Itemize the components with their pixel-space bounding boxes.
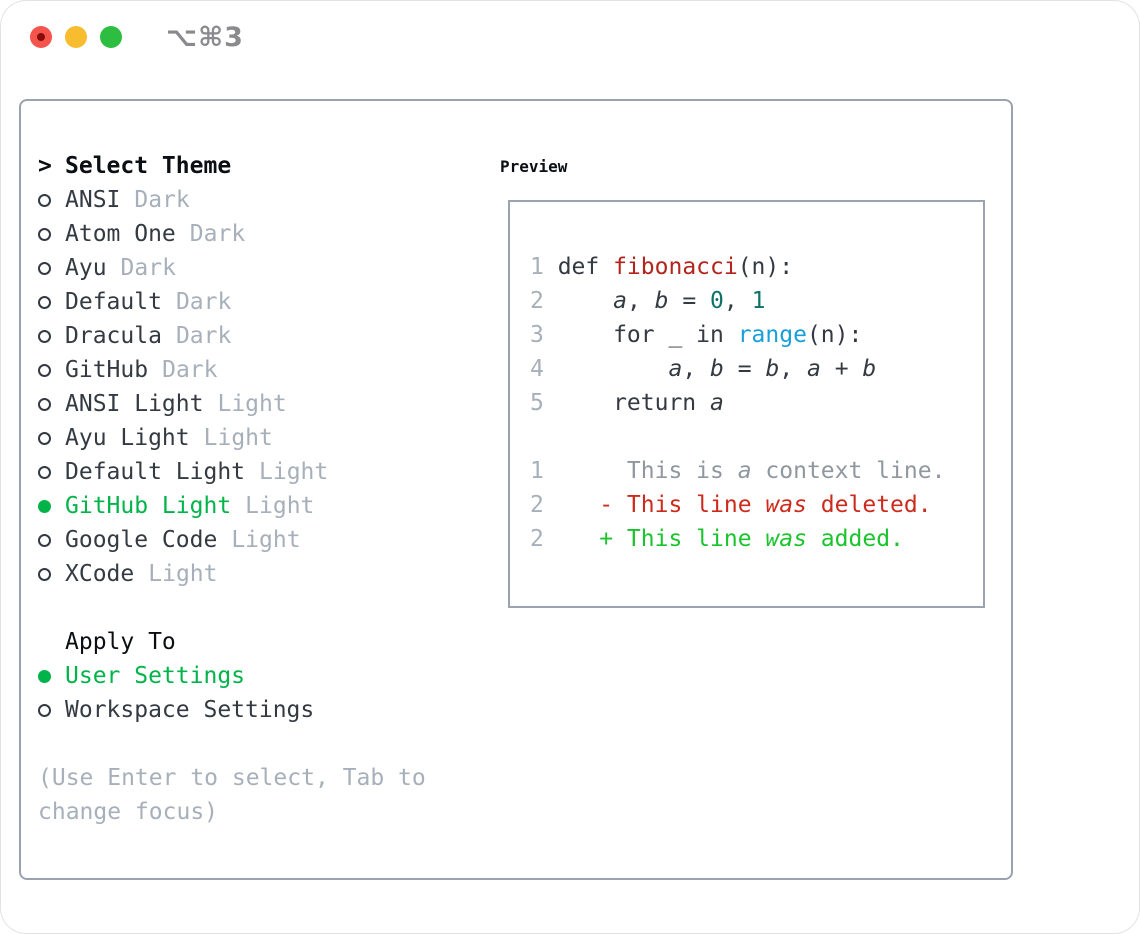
- preview-line: 2 a, b = 0, 1: [530, 284, 983, 318]
- theme-option-ayu-light[interactable]: Ayu Light Light: [38, 421, 483, 455]
- window-title: ⌥⌘3: [166, 22, 244, 53]
- apply-to-header-row: Apply To: [38, 625, 483, 659]
- radio-unselected-icon: [38, 567, 51, 581]
- theme-option-ansi[interactable]: ANSI Dark: [38, 183, 483, 217]
- select-theme-header: Select Theme: [65, 153, 232, 179]
- line-number: 2: [530, 288, 544, 314]
- line-number: 1: [530, 458, 544, 484]
- radio-selected-icon: [38, 669, 51, 683]
- radio-unselected-icon: [38, 227, 51, 241]
- apply-option-user-settings[interactable]: User Settings: [38, 659, 483, 693]
- option-label: Default Light: [65, 459, 246, 485]
- radio-unselected-icon: [38, 397, 51, 411]
- radio-unselected-icon: [38, 363, 51, 377]
- variant-label: Dark: [120, 255, 176, 281]
- variant-label: Light: [217, 391, 287, 417]
- preview-line: [530, 420, 983, 454]
- minimize-button[interactable]: [65, 26, 87, 48]
- preview-line: 2 - This line was deleted.: [530, 488, 983, 522]
- focus-caret-icon: >: [38, 153, 52, 179]
- option-label: ANSI: [65, 187, 121, 213]
- radio-unselected-icon: [38, 261, 51, 275]
- option-label: Default: [65, 289, 162, 315]
- option-label: GitHub: [65, 357, 149, 383]
- variant-label: Dark: [175, 323, 232, 349]
- line-number: 2: [530, 492, 544, 518]
- radio-selected-icon: [38, 499, 51, 513]
- preview-line: 3 for _ in range(n):: [530, 318, 983, 352]
- modified-dot-icon: [37, 33, 45, 41]
- theme-option-ayu[interactable]: Ayu Dark: [38, 251, 483, 285]
- spacer: [38, 727, 483, 761]
- spacer: [38, 591, 483, 625]
- line-number: 3: [530, 322, 544, 348]
- preview-header-row: Preview: [500, 149, 1011, 183]
- select-theme-header-row: > Select Theme: [38, 149, 483, 183]
- option-label: ANSI Light: [65, 391, 204, 417]
- close-button[interactable]: [30, 26, 52, 48]
- preview-line: 2 + This line was added.: [530, 522, 983, 556]
- preview-line: 1 This is a context line.: [530, 454, 983, 488]
- radio-unselected-icon: [38, 431, 51, 445]
- radio-unselected-icon: [38, 533, 51, 547]
- line-number: 1: [530, 254, 544, 280]
- variant-label: Dark: [189, 221, 246, 247]
- theme-option-atom-one[interactable]: Atom One Dark: [38, 217, 483, 251]
- option-label: GitHub Light: [65, 493, 232, 519]
- theme-option-default[interactable]: Default Dark: [38, 285, 483, 319]
- preview-line: 4 a, b = b, a + b: [530, 352, 983, 386]
- line-number: 2: [530, 526, 544, 552]
- radio-unselected-icon: [38, 329, 51, 343]
- preview-header: Preview: [500, 156, 568, 176]
- theme-option-ansi-light[interactable]: ANSI Light Light: [38, 387, 483, 421]
- option-label: XCode: [65, 561, 135, 587]
- variant-label: Light: [203, 425, 273, 451]
- variant-label: Light: [148, 561, 218, 587]
- zoom-button[interactable]: [100, 26, 122, 48]
- titlebar: ⌥⌘3: [0, 0, 1140, 74]
- radio-unselected-icon: [38, 193, 51, 207]
- variant-label: Light: [231, 527, 301, 553]
- theme-option-github-light[interactable]: GitHub Light Light: [38, 489, 483, 523]
- option-label: Atom One: [65, 221, 176, 247]
- theme-option-default-light[interactable]: Default Light Light: [38, 455, 483, 489]
- variant-label: Dark: [162, 357, 218, 383]
- theme-option-dracula[interactable]: Dracula Dark: [38, 319, 483, 353]
- apply-option-workspace-settings[interactable]: Workspace Settings: [38, 693, 483, 727]
- option-label: Google Code: [65, 527, 218, 553]
- theme-option-github[interactable]: GitHub Dark: [38, 353, 483, 387]
- preview-line: 5 return a: [530, 386, 983, 420]
- help-text: (Use Enter to select, Tab to change focu…: [38, 765, 426, 825]
- apply-to-header: Apply To: [65, 629, 176, 655]
- variant-label: Dark: [134, 187, 190, 213]
- radio-unselected-icon: [38, 295, 51, 309]
- radio-unselected-icon: [38, 465, 51, 479]
- option-label: Ayu Light: [65, 425, 190, 451]
- line-number: 5: [530, 390, 544, 416]
- option-label: Ayu: [65, 255, 107, 281]
- variant-label: Light: [245, 493, 315, 519]
- theme-option-xcode[interactable]: XCode Light: [38, 557, 483, 591]
- option-label: Workspace Settings: [65, 697, 315, 723]
- option-label: Dracula: [65, 323, 162, 349]
- variant-label: Dark: [175, 289, 232, 315]
- radio-unselected-icon: [38, 703, 51, 717]
- variant-label: Light: [259, 459, 329, 485]
- option-label: User Settings: [65, 663, 246, 689]
- line-number: 4: [530, 356, 544, 382]
- theme-option-google-code[interactable]: Google Code Light: [38, 523, 483, 557]
